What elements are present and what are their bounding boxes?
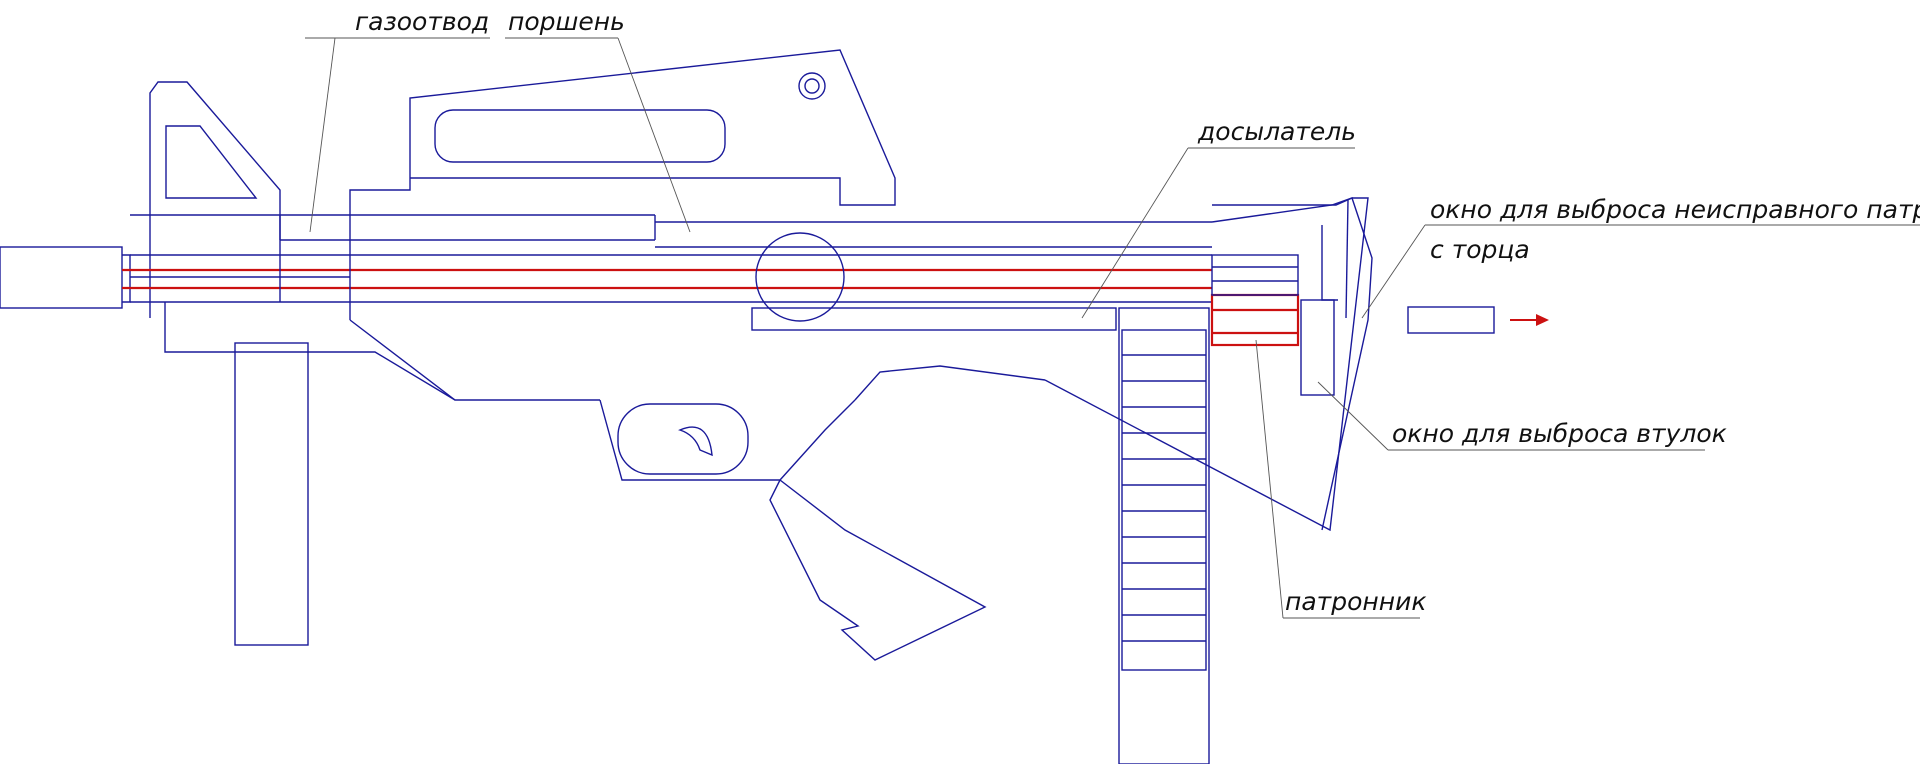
leader-faulty-window [1361, 224, 1920, 319]
pistol-grip [769, 479, 987, 661]
gas-tube [130, 214, 656, 302]
leader-chamber [1255, 339, 1420, 619]
rammer [751, 307, 1117, 331]
ejection-arrow [1510, 314, 1549, 326]
label-faulty-cartridge-window-cont: с торца [1430, 235, 1530, 264]
magazine [1118, 307, 1210, 764]
label-case-ejection-window: окно для выброса втулок [1392, 419, 1727, 448]
muzzle-device [0, 246, 131, 309]
handguard [164, 302, 456, 401]
label-chamber: патронник [1285, 587, 1426, 616]
barrel-bore [122, 268, 1212, 290]
leader-case-window [1317, 381, 1705, 451]
buttstock [1044, 197, 1373, 532]
label-piston: поршень [508, 7, 625, 36]
chamber-block [1210, 293, 1300, 347]
label-gas-tube: газоотвод [355, 7, 489, 36]
leader-rammer [1081, 147, 1355, 319]
piston [655, 221, 1212, 322]
leader-gas-tube [305, 37, 490, 233]
trigger-guard [599, 399, 856, 481]
barrel-outline [130, 254, 1212, 303]
leader-piston [505, 37, 691, 233]
front-sight [149, 81, 281, 318]
ejected-cartridge [1407, 306, 1495, 334]
bolt-face-stack [1211, 254, 1299, 296]
front-grip [234, 342, 309, 646]
label-faulty-cartridge-window: окно для выброса неисправного патрона [1430, 195, 1920, 224]
label-rammer: досылатель [1197, 117, 1356, 146]
receiver [349, 49, 1046, 401]
magazine-ribs [1122, 354, 1206, 642]
